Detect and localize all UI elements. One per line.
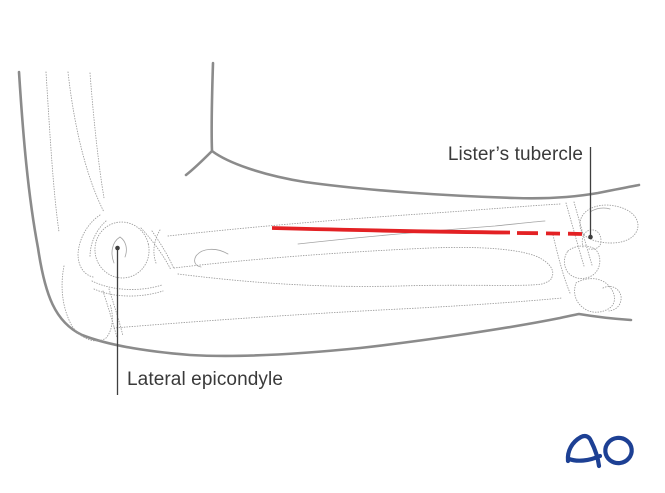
ao-logo-letter-a-bar: [566, 453, 603, 463]
humerus-mid-line: [67, 71, 105, 213]
annular-ligament-line: [151, 230, 175, 270]
lateral-epicondyle-dot: [115, 245, 120, 251]
epicondyle-outer-ridge: [77, 214, 101, 278]
carpal-hook: [602, 285, 622, 312]
ao-logo-letter-a: [565, 433, 602, 469]
carpal-distal: [574, 278, 615, 313]
ulna-dorsal-border: [177, 273, 552, 287]
skin-elbow-crease: [184, 149, 214, 177]
ao-logo-letter-o: [603, 435, 634, 466]
humerus-anterior-border: [89, 72, 105, 199]
bone-outlines: [45, 71, 639, 342]
radial-head-side: [153, 229, 161, 264]
distal-radius-face-2: [573, 201, 593, 266]
radial-neck-sweep: [140, 227, 172, 271]
distal-radius-face-1: [565, 202, 585, 267]
ulna-ridge-2: [108, 288, 124, 337]
capitellum: [94, 221, 150, 279]
capitellum-groove: [111, 236, 127, 264]
humerus-posterior-border: [45, 71, 60, 233]
skin-outlines: [17, 61, 641, 358]
ulna-volar-border: [113, 297, 563, 329]
listers-tubercle-bump: [581, 229, 602, 250]
olecranon-outline: [61, 265, 113, 342]
leader-lines: [115, 147, 593, 395]
ulna-ridge-1: [102, 290, 118, 339]
carpal-notch: [589, 207, 611, 213]
skin-anterior-arm-and-forearm: [210, 61, 641, 200]
radius-volar-border: [173, 246, 554, 280]
carpal-middle: [564, 245, 601, 279]
ulna-distal-line: [552, 234, 571, 294]
incision-line: [271, 226, 583, 236]
label-listers-tubercle: Lister’s tubercle: [447, 144, 583, 165]
ao-logo: [565, 433, 634, 469]
incision-solid-segment: [271, 226, 511, 235]
carpal-proximal: [579, 204, 639, 244]
radial-head-lower-arc: [93, 288, 164, 297]
epicondyle-inner-ridge: [89, 220, 107, 258]
listers-tubercle-dot: [588, 234, 593, 240]
radial-head-upper-arc: [91, 280, 163, 290]
radius-dorsal-border: [167, 203, 561, 237]
supinator-hook: [194, 248, 229, 268]
label-lateral-epicondyle: Lateral epicondyle: [127, 369, 284, 390]
tendon-line: [297, 220, 546, 245]
skin-posterior-arm-and-forearm: [17, 70, 633, 358]
